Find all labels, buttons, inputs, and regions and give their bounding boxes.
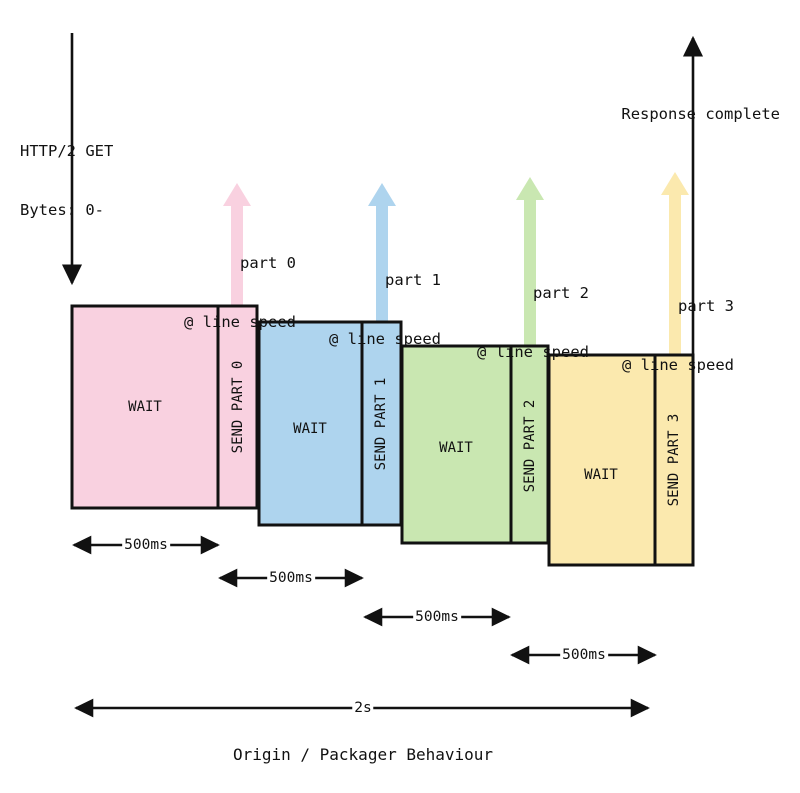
part-2-send-label: SEND PART 2: [522, 399, 538, 493]
part-1-arrow-label-line2: @ line speed: [329, 329, 441, 348]
part-0-block: [70, 304, 259, 510]
part-0-send-label: SEND PART 0: [230, 360, 246, 454]
request-label: HTTP/2 GET Bytes: 0-: [20, 103, 113, 259]
part-2-arrow-label-line1: part 2: [533, 284, 589, 302]
part-3-duration-label: 500ms: [560, 647, 608, 663]
part-2-wait-label: WAIT: [439, 440, 473, 456]
part-0-arrow-label: part 0 @ line speed: [120, 215, 296, 371]
part-1-arrow-label: part 1 @ line speed: [265, 232, 441, 388]
part-0-line-speed-arrow: [223, 183, 251, 308]
part-3-arrow-label-line2: @ line speed: [622, 355, 734, 374]
part-1-block: [257, 320, 403, 527]
part-2-arrow-label-line2: @ line speed: [477, 342, 589, 361]
part-2-line-speed-arrow: [516, 177, 544, 348]
part-1-wait-label: WAIT: [293, 421, 327, 437]
part-1-duration-label: 500ms: [267, 570, 315, 586]
part-3-wait-label: WAIT: [584, 467, 618, 483]
part-0-duration-label: 500ms: [122, 537, 170, 553]
request-label-line1: HTTP/2 GET: [20, 142, 114, 160]
part-1-line-speed-arrow: [368, 183, 396, 325]
part-3-send-label: SEND PART 3: [666, 413, 682, 507]
part-2-arrow-label: part 2 @ line speed: [413, 245, 589, 401]
part-0-arrow-label-line2: @ line speed: [184, 312, 296, 331]
part-3-line-speed-arrow: [661, 172, 689, 358]
part-0-wait-label: WAIT: [128, 399, 162, 415]
part-1-arrow-label-line1: part 1: [385, 271, 441, 289]
request-label-line2: Bytes: 0-: [20, 200, 104, 219]
total-duration-label: 2s: [352, 700, 374, 716]
part-0-arrow-label-line1: part 0: [240, 254, 296, 272]
diagram-caption: Origin / Packager Behaviour: [232, 745, 494, 764]
part-3-arrow-label-line1: part 3: [678, 297, 734, 315]
part-3-arrow-label: part 3 @ line speed: [558, 258, 734, 414]
part-3-block: [547, 353, 695, 567]
part-1-send-label: SEND PART 1: [373, 377, 389, 471]
response-complete-label: Response complete: [621, 105, 780, 123]
part-2-duration-label: 500ms: [413, 609, 461, 625]
